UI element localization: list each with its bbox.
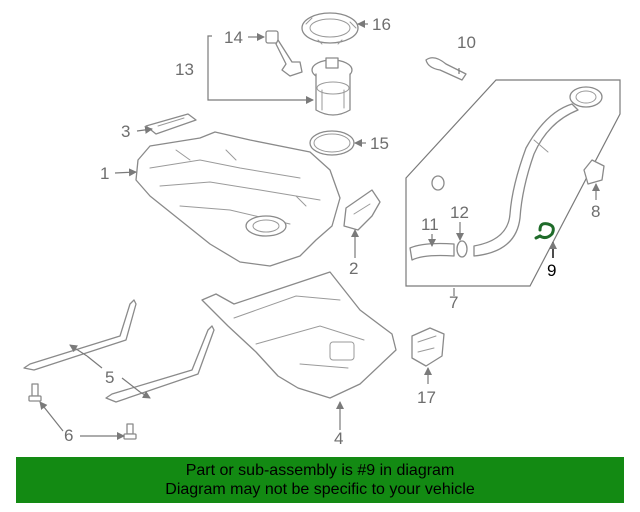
callout-6: 6: [64, 426, 73, 445]
callout-11: 11: [421, 215, 439, 234]
callout-16: 16: [372, 15, 391, 34]
info-banner: Part or sub-assembly is #9 in diagram Di…: [16, 457, 624, 503]
banner-line-1: Part or sub-assembly is #9 in diagram: [185, 462, 455, 479]
highlighted-clip-part-9: [534, 222, 555, 240]
bracket-part-2: [343, 189, 381, 231]
callout-2: 2: [349, 259, 358, 278]
gasket-ring-part-15: [309, 130, 355, 156]
tank-straps-part-5: [23, 299, 215, 403]
callout-5: 5: [105, 368, 114, 387]
filler-cap-tether-part-10: [425, 57, 467, 81]
callout-3: 3: [121, 122, 130, 141]
fuel-level-sender-part-14: [265, 30, 303, 77]
callout-17: 17: [417, 388, 436, 407]
lock-ring-part-16: [301, 12, 359, 45]
parts-diagram: 1 2 3 4 5 6 7 8 9 10 11 12 13 14 15 16 1…: [23, 12, 621, 448]
fuel-pump-module-part-13: [311, 57, 353, 116]
callout-8: 8: [591, 202, 600, 221]
banner-line-2: Diagram may not be specific to your vehi…: [165, 481, 475, 498]
callout-14: 14: [224, 28, 243, 47]
callout-7: 7: [449, 293, 458, 312]
valve-part-17: [411, 327, 445, 367]
filler-pipe-assembly-box-part-7: [405, 79, 621, 287]
fuel-tank-part-1: [135, 131, 341, 267]
callout-15: 15: [370, 134, 389, 153]
callout-12: 12: [450, 203, 469, 222]
tank-shield-part-4: [201, 271, 397, 399]
leader-lines: [39, 20, 600, 440]
callout-13: 13: [175, 60, 194, 79]
callout-1: 1: [100, 164, 109, 183]
callout-labels: 1 2 3 4 5 6 7 8 9 10 11 12 13 14 15 16 1…: [64, 15, 600, 448]
callout-4: 4: [334, 429, 343, 448]
heat-shield-part-3: [145, 113, 197, 135]
callout-9: 9: [547, 261, 556, 280]
callout-10: 10: [457, 33, 476, 52]
